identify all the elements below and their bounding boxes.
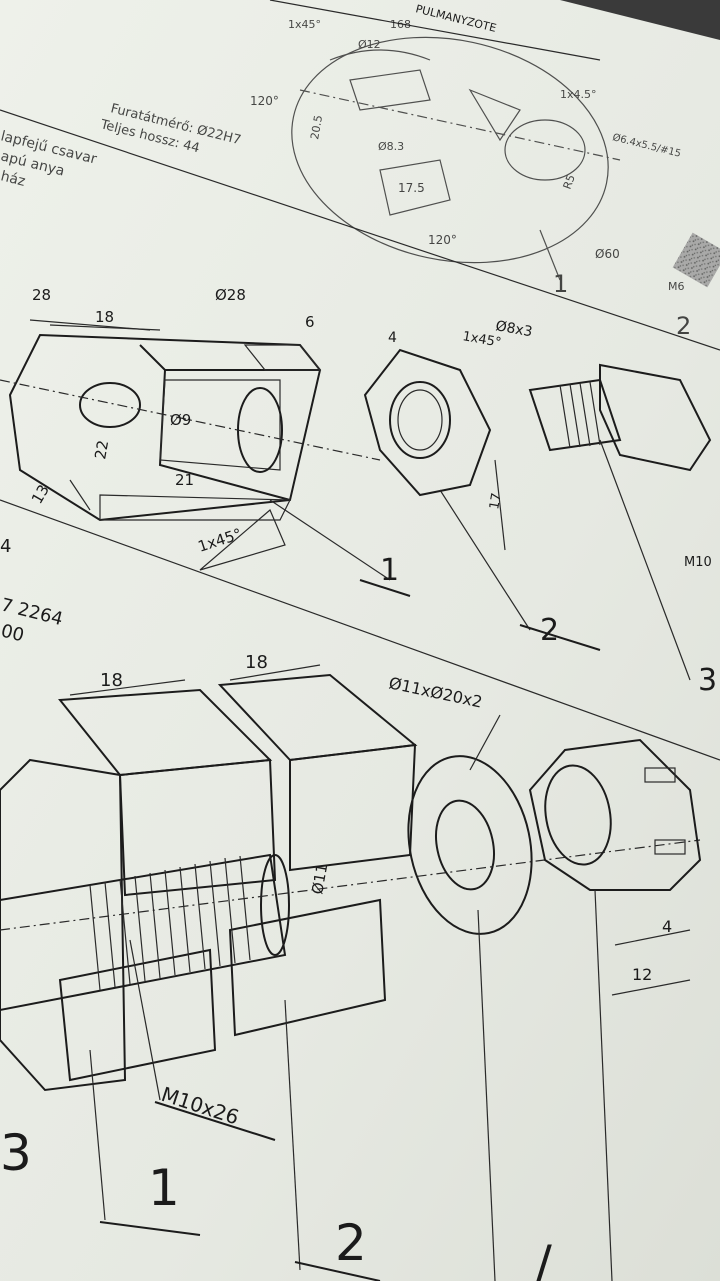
dim-top-0: 1x45° xyxy=(288,18,321,31)
dim-nut-4: 4 xyxy=(388,330,397,346)
dim-top-1: Ø12 xyxy=(358,38,381,51)
dim-top-8: 1x4.5° xyxy=(560,88,597,101)
bottom-part-number-2: 2 xyxy=(335,1214,367,1272)
dim-top-2: 168 xyxy=(390,18,411,31)
dim-top-11: R5 xyxy=(561,173,578,191)
dim-nut-chamfer: 1x45° xyxy=(461,329,502,351)
dim-nut-slot-4: 4 xyxy=(662,917,672,936)
section-rule-middle xyxy=(0,499,720,761)
dim-top-6: 17.5 xyxy=(398,181,425,195)
top-part-number-1: 1 xyxy=(553,270,568,298)
bottom-part-number-1: 1 xyxy=(148,1159,180,1217)
dim-housing-22: 22 xyxy=(91,439,112,461)
dim-housing-6: 6 xyxy=(305,313,315,331)
middle-part-number-3: 3 xyxy=(698,663,717,698)
top-part-number-2: 2 xyxy=(676,312,691,340)
edge-number-1: 4 xyxy=(0,536,11,557)
dim-bolt-d8x3: Ø8x3 xyxy=(494,318,533,340)
dim-top-12: M6 xyxy=(668,280,685,293)
dim-housing-28: 28 xyxy=(32,286,51,304)
header-rule xyxy=(269,0,601,61)
middle-part-number-2: 2 xyxy=(540,613,559,648)
dim-nut-height-12: 12 xyxy=(632,965,652,984)
dim-bottom-18-left: 18 xyxy=(100,670,123,691)
dim-top-10: Ø60 xyxy=(595,247,620,261)
dim-housing-18: 18 xyxy=(95,308,114,326)
dim-top-4: 20.5 xyxy=(308,114,325,140)
bottom-part-number-3: 3 xyxy=(0,1124,32,1182)
edge-text-3: ház xyxy=(0,168,27,190)
book-edge xyxy=(520,0,720,60)
dim-bottom-18-right: 18 xyxy=(245,652,268,673)
dim-top-3: 120° xyxy=(250,94,279,108)
dim-housing-21: 21 xyxy=(175,471,194,489)
dim-top-7: 120° xyxy=(428,233,457,247)
dim-housing-d9: Ø9 xyxy=(170,411,191,429)
dim-top-5: Ø8.3 xyxy=(378,140,404,153)
dim-bolt-m10: M10 xyxy=(684,555,712,570)
edge-number-3: 00 xyxy=(0,620,26,646)
middle-part-number-1: 1 xyxy=(380,553,399,588)
dim-bottom-d11: Ø11 xyxy=(308,862,331,896)
section-rule-top xyxy=(0,109,720,351)
bottom-part-number-4: / xyxy=(535,1235,552,1281)
dim-housing-d28: Ø28 xyxy=(215,286,246,304)
dim-nut-17: 17 xyxy=(487,492,505,511)
